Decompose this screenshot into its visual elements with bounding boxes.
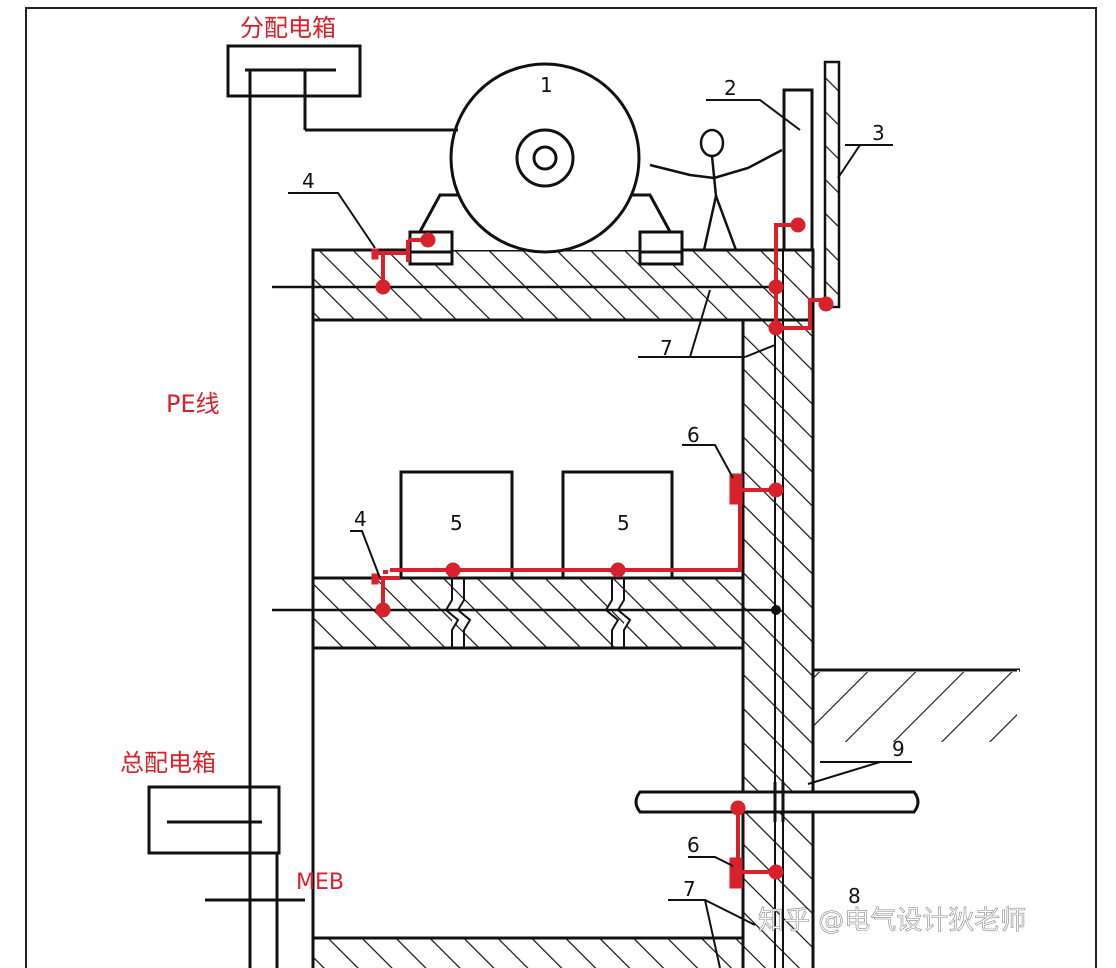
callout-1: 1 [540, 73, 553, 97]
bonding-terminal [729, 857, 743, 889]
bond-dot [730, 800, 746, 816]
bonding-points [371, 217, 834, 889]
external-plate [823, 60, 841, 309]
main-distribution-box-label: 总配电箱 [120, 749, 216, 777]
cabinet-left [399, 470, 514, 580]
building-structure [311, 248, 1020, 968]
callout-4-top: 4 [302, 169, 315, 193]
meb-label: MEB [296, 870, 344, 895]
distribution-box-label: 分配电箱 [240, 14, 336, 42]
callout-9: 9 [892, 737, 905, 761]
callout-5-left: 5 [450, 511, 463, 535]
bond-dot [375, 602, 391, 618]
distribution-box [226, 44, 458, 132]
bonding-clamp [371, 248, 379, 260]
callout-2: 2 [724, 76, 737, 100]
bond-dot [610, 562, 626, 578]
bond-dot [420, 232, 436, 248]
watermark: 知乎 @电气设计狄老师 [758, 906, 1026, 936]
callout-8: 8 [848, 884, 861, 908]
motor-icon [408, 62, 684, 266]
bond-dot [768, 279, 784, 295]
bond-dot [818, 296, 834, 312]
main-distribution-box [147, 785, 281, 855]
person-icon [649, 128, 783, 251]
bond-dot [768, 320, 784, 336]
callout-7-low: 7 [683, 877, 696, 901]
callout-4-mid: 4 [354, 507, 367, 531]
bond-dot [768, 482, 784, 498]
callout-6-mid: 6 [687, 423, 700, 447]
junction-dot [771, 605, 781, 615]
slab-joint [444, 578, 632, 648]
pipe [634, 782, 920, 822]
cabinet-right [561, 470, 674, 580]
roof-slab [311, 248, 815, 322]
leader-lines [288, 99, 912, 968]
bond-dot [445, 562, 461, 578]
callout-6-low: 6 [687, 833, 700, 857]
bonding-terminal [729, 473, 743, 505]
bond-dot [768, 864, 784, 880]
callout-7-top: 7 [660, 336, 673, 360]
bonding-clamp [371, 573, 379, 585]
ground-slab [311, 936, 745, 968]
callout-5-right: 5 [617, 511, 630, 535]
outer-frame [25, 7, 1097, 968]
soil-hatch [813, 672, 1018, 742]
pe-line-label: PE线 [166, 390, 220, 418]
bond-dot [790, 217, 806, 233]
callout-3: 3 [872, 121, 885, 145]
bond-dot [375, 279, 391, 295]
